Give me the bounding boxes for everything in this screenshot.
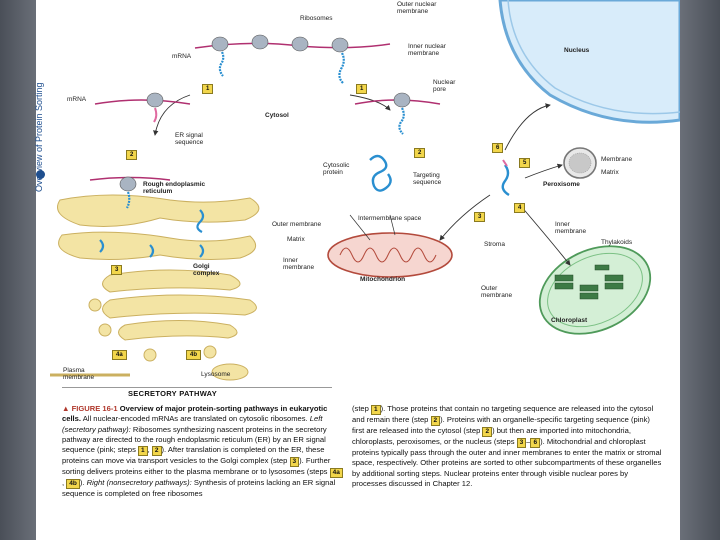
label-peroxisome: Peroxisome — [543, 181, 580, 188]
step-marker-4a: 4a — [112, 350, 127, 360]
pathway-rule — [62, 387, 332, 388]
golgi-stack — [102, 269, 241, 293]
label-inner-nuclear-membrane: Inner nuclear membrane — [408, 43, 446, 57]
caption-text: ). Further sorting delivers proteins eit… — [62, 456, 331, 477]
caption-step-badge: 3 — [516, 438, 527, 448]
caption-step-badge: 4b — [66, 479, 80, 490]
targeting-protein — [501, 164, 510, 197]
caption-text: ). After translation is completed on the… — [62, 445, 325, 466]
caption-step-badge: 2 — [430, 416, 441, 426]
step-marker-1a: 1 — [202, 84, 214, 94]
label-mrna-top: mRNA — [172, 53, 192, 60]
nascent-chain-1 — [218, 51, 225, 77]
label-chloroplast: Chloroplast — [551, 317, 588, 324]
nascent-chain-2 — [338, 52, 345, 84]
caption-text: ). Those proteins that contain no target… — [352, 404, 654, 424]
caption-step-badge: 1 — [371, 405, 381, 415]
label-targeting-sequence: Targeting sequence — [413, 172, 442, 186]
caption-text: (step — [352, 404, 369, 413]
label-intermembrane-space: Intermembrane space — [358, 215, 422, 222]
step-marker-2b: 2 — [414, 148, 426, 158]
label-outer-nuclear-membrane: Outer nuclear membrane — [397, 1, 437, 15]
step-marker-3a: 3 — [111, 265, 123, 275]
rough-er-shape — [57, 194, 260, 227]
nuclear-inner-membrane — [507, 0, 680, 115]
label-membrane: Membrane — [601, 156, 633, 163]
caption-italic-right: Right (nonsecretory pathways): — [86, 478, 192, 488]
lysosome-shape — [211, 363, 249, 381]
figure-number: ▲ FIGURE 16-1 — [62, 404, 118, 413]
label-cytosol: Cytosol — [265, 112, 289, 119]
mrna-strand-left — [94, 99, 191, 105]
label-rough-er: Rough endoplasmic reticulum — [143, 181, 206, 195]
label-cytosolic-protein: Cytosolic protein — [323, 162, 350, 176]
label-golgi-complex: Golgi complex — [193, 263, 220, 277]
caption-text: ). Proteins with an organelle-specific t… — [352, 415, 650, 435]
caption-step-badge: 2 — [482, 427, 493, 437]
caption-punct: , — [147, 445, 150, 455]
figure-title: Overview of major protein-sorting pathwa… — [62, 404, 328, 424]
caption-text: All nuclear-encoded mRNAs are translated… — [82, 414, 308, 424]
protein-sorting-figure — [50, 0, 680, 381]
label-stroma: Stroma — [484, 241, 505, 248]
cytosolic-protein — [369, 154, 392, 192]
caption-text: ) but then are imported into mitochondri… — [352, 426, 631, 446]
step-marker-1b: 1 — [356, 84, 368, 94]
step-marker-3b: 3 — [474, 212, 486, 222]
arrow-to-er — [153, 94, 191, 136]
label-outer-membrane-chloro: Outer membrane — [481, 285, 513, 299]
caption-italic-left: Left (secretory pathway): — [62, 414, 323, 434]
caption-punct: – — [526, 437, 531, 446]
caption-step-badge: 6 — [530, 438, 541, 448]
running-header: Overview of Protein Sorting — [34, 82, 44, 192]
label-lysosome: Lysosome — [201, 371, 231, 378]
label-ribosomes: Ribosomes — [300, 15, 333, 22]
step-marker-5: 5 — [519, 158, 531, 168]
left-background-band — [0, 0, 36, 540]
label-er-signal-sequence: ER signal sequence — [175, 132, 204, 146]
arrow-to-free — [349, 94, 391, 111]
caption-text: Synthesis of proteins lacking an ER sign… — [62, 478, 336, 499]
caption-step-badge: 4a — [329, 468, 343, 479]
label-mrna-left: mRNA — [67, 96, 87, 103]
step-marker-6: 6 — [492, 143, 504, 153]
caption-text: ). Mitochondrial and chloroplast protein… — [352, 437, 662, 488]
thylakoid-stacks — [554, 264, 624, 300]
label-plasma-membrane: Plasma membrane — [63, 367, 95, 381]
ribosome-group-top — [211, 34, 349, 53]
caption-punct: , — [62, 478, 65, 488]
mitochondrion-shape — [327, 232, 453, 278]
label-nucleus: Nucleus — [564, 47, 590, 54]
figure-caption-right: (step 1). Those proteins that contain no… — [352, 404, 662, 489]
arrow-to-nucleus — [504, 103, 551, 151]
step-marker-4: 4 — [514, 203, 526, 213]
label-inner-membrane-chloro: Inner membrane — [555, 221, 587, 235]
label-inner-membrane-mito: Inner membrane — [283, 257, 315, 271]
right-background-band — [680, 0, 720, 540]
nucleus-shape — [498, 0, 680, 124]
step-marker-2a: 2 — [126, 150, 138, 160]
caption-text: ). — [79, 478, 85, 488]
label-outer-membrane-mito: Outer membrane — [272, 221, 322, 228]
step-marker-4b: 4b — [186, 350, 202, 360]
figure-caption-left: ▲ FIGURE 16-1 Overview of major protein-… — [62, 404, 344, 499]
label-thylakoids: Thylakoids — [601, 239, 633, 246]
label-nuclear-pore: Nuclear pore — [433, 79, 456, 93]
header-bullet-icon — [36, 170, 45, 179]
label-matrix-peroxisome: Matrix — [601, 169, 619, 176]
label-mitochondrion: Mitochondrion — [360, 276, 406, 283]
label-matrix-mito: Matrix — [287, 236, 305, 243]
caption-step-badge: 3 — [289, 457, 300, 468]
secretory-pathway-title: SECRETORY PATHWAY — [128, 389, 218, 398]
caption-step-badge: 2 — [151, 446, 162, 457]
caption-step-badge: 1 — [138, 446, 148, 457]
caption-text: Ribosomes synthesizing nascent proteins … — [62, 424, 327, 455]
